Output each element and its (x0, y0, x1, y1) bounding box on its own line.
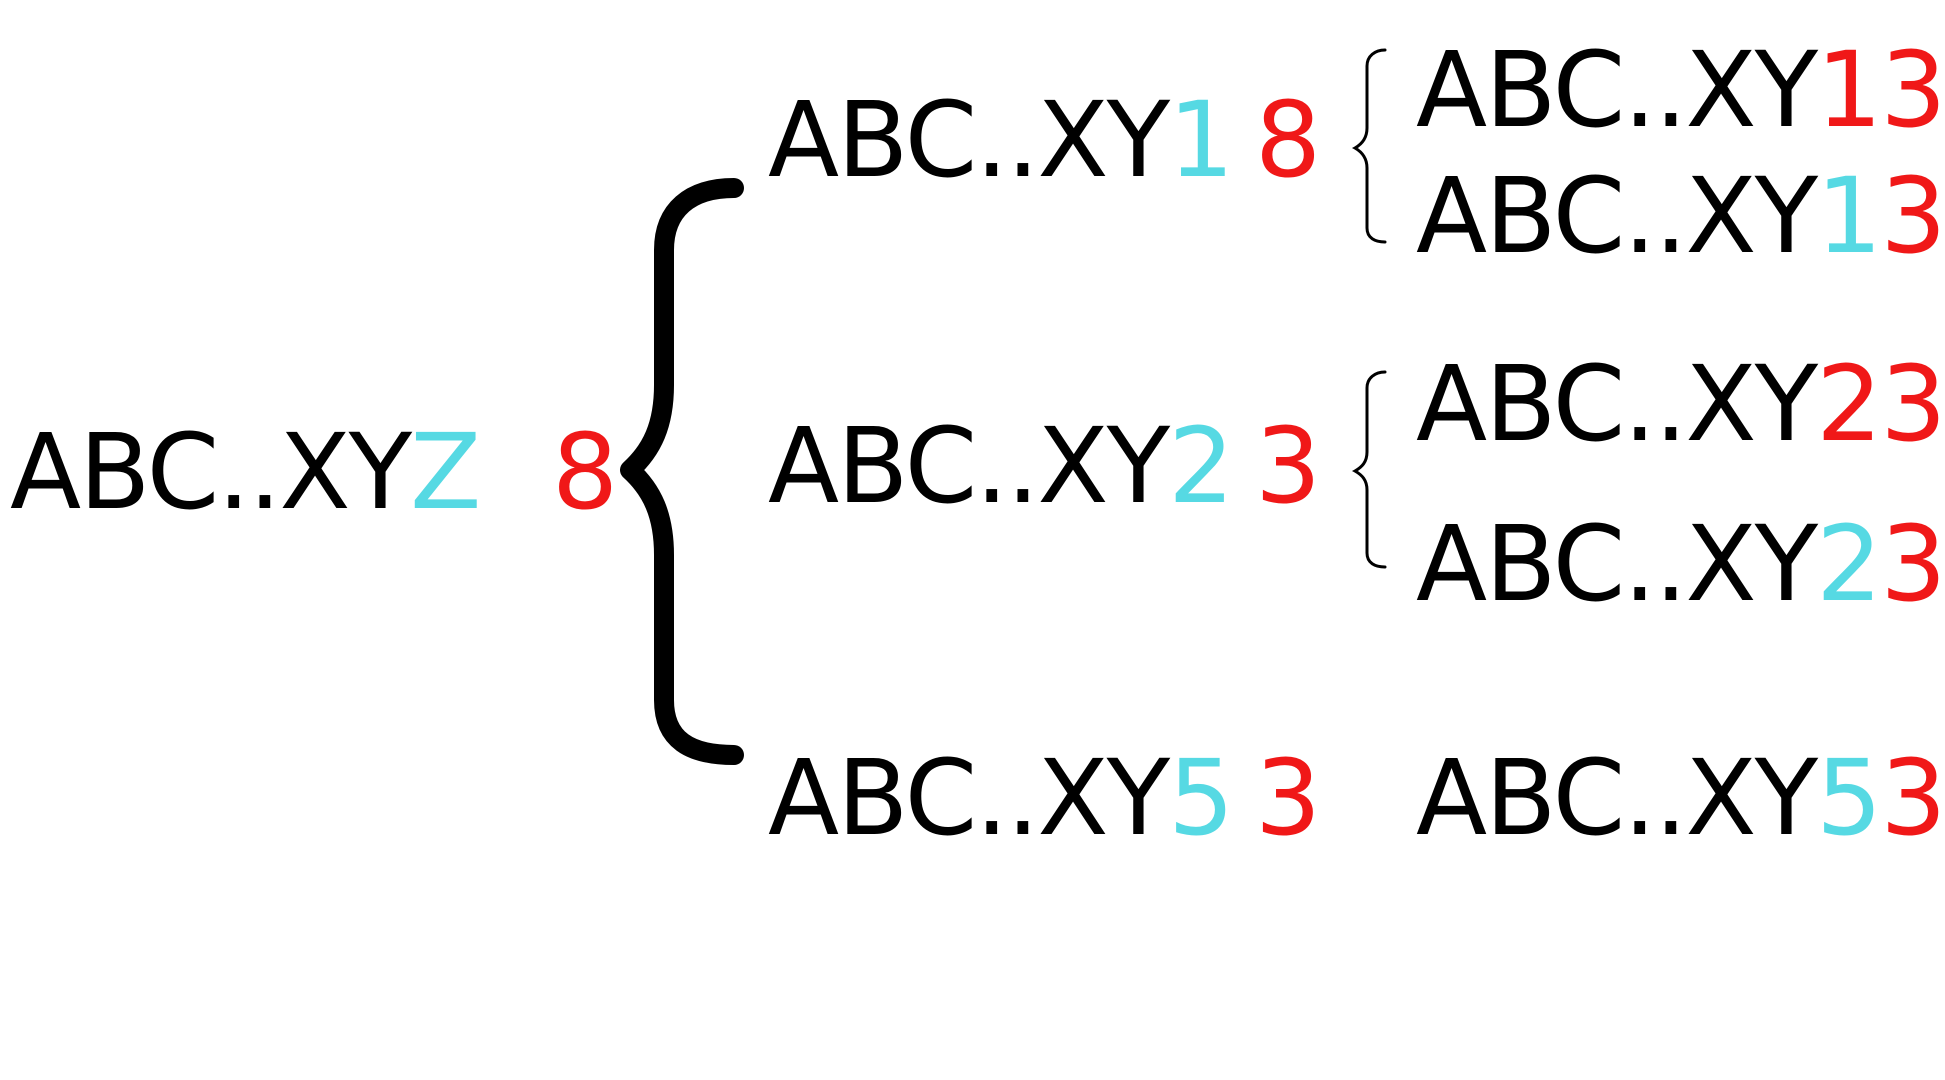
child-3-1-prefix: ABC..XY (1416, 737, 1818, 859)
root-label: ABC..XYZ (10, 420, 481, 524)
child-1-1-end: 3 (1880, 29, 1945, 151)
sub-brace-1 (1351, 48, 1387, 244)
child-2-1-end: 3 (1880, 343, 1945, 465)
child-3-1-label: ABC..XY53 (1416, 746, 1945, 850)
child-1-1-mid: 1 (1816, 29, 1882, 151)
child-1-2-prefix: ABC..XY (1416, 155, 1818, 277)
child-2-2-prefix: ABC..XY (1416, 503, 1818, 625)
branch-3-label: ABC..XY5 (768, 746, 1234, 850)
sub-brace-2 (1351, 370, 1387, 569)
child-2-2-end: 3 (1880, 503, 1945, 625)
branch-1-prefix: ABC..XY (768, 79, 1170, 201)
child-2-1-mid: 2 (1816, 343, 1882, 465)
branch-1-label: ABC..XY1 (768, 88, 1234, 192)
child-1-2-end: 3 (1880, 155, 1945, 277)
root-count: 8 (552, 411, 619, 533)
child-1-2-mid: 1 (1816, 155, 1882, 277)
branch-1-count: 8 (1255, 79, 1322, 201)
root-prefix: ABC..XY (10, 411, 412, 533)
child-1-1-label: ABC..XY13 (1416, 38, 1945, 142)
branch-3-prefix: ABC..XY (768, 737, 1170, 859)
branch-2-prefix: ABC..XY (768, 405, 1170, 527)
child-2-1-prefix: ABC..XY (1416, 343, 1818, 465)
branch-3-suffix: 5 (1168, 737, 1234, 859)
child-2-1-label: ABC..XY23 (1416, 352, 1945, 456)
main-brace (620, 178, 744, 765)
branch-2-label: ABC..XY2 (768, 414, 1234, 518)
branch-1-suffix: 1 (1168, 79, 1234, 201)
child-3-1-end: 3 (1880, 737, 1945, 859)
child-2-2-label: ABC..XY23 (1416, 512, 1945, 616)
child-1-2-label: ABC..XY13 (1416, 164, 1945, 268)
root-suffix: Z (410, 411, 481, 533)
child-1-1-prefix: ABC..XY (1416, 29, 1818, 151)
branch-2-suffix: 2 (1168, 405, 1234, 527)
branch-2-count: 3 (1255, 405, 1322, 527)
child-3-1-mid: 5 (1816, 737, 1882, 859)
branch-3-count: 3 (1255, 737, 1322, 859)
child-2-2-mid: 2 (1816, 503, 1882, 625)
